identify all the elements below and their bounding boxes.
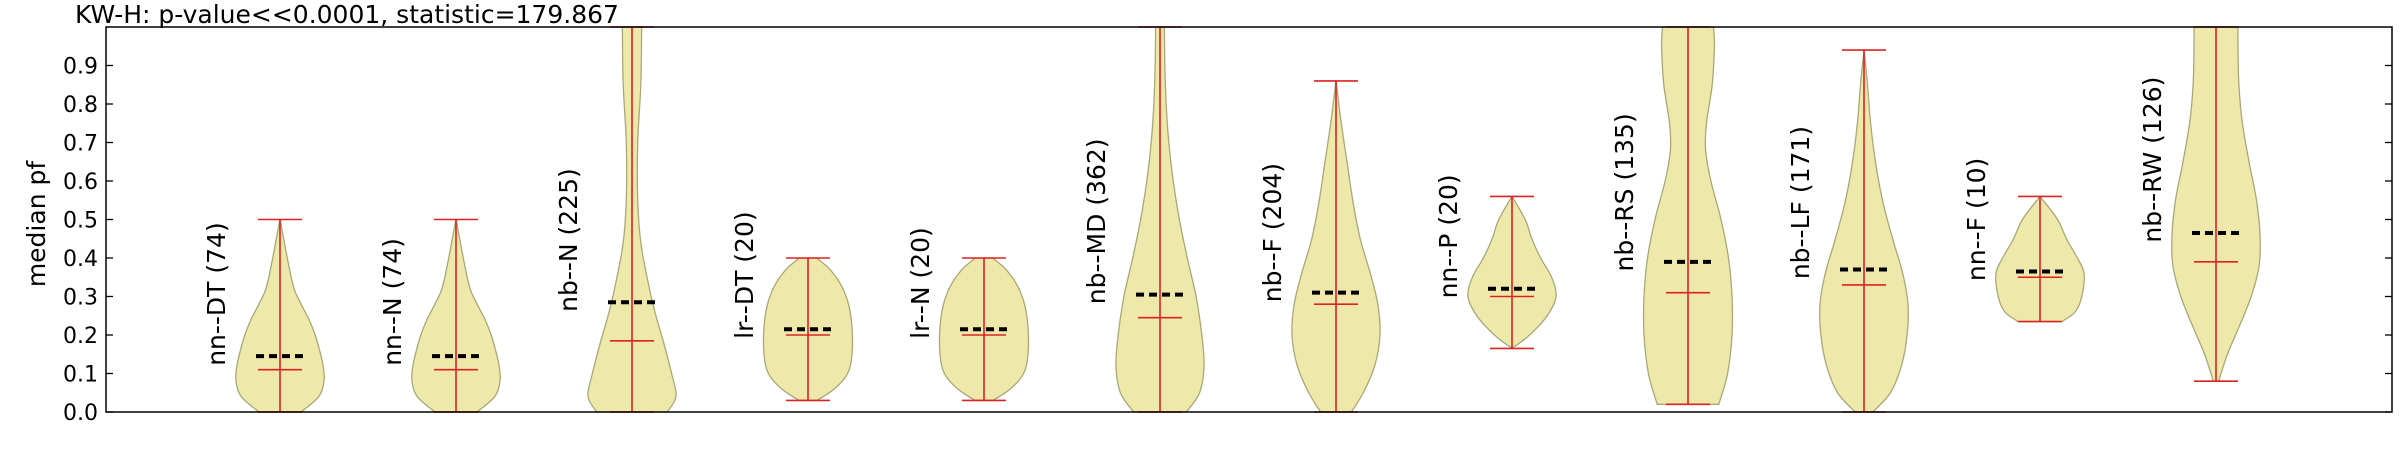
y-tick-label: 0.7 [63, 132, 98, 157]
violin-nb-f [1291, 80, 1381, 413]
y-tick-label: 0.2 [63, 324, 98, 349]
y-tick-label: 0.8 [63, 93, 98, 118]
y-tick-label: 0.6 [63, 170, 98, 195]
violin-nb-rw [2171, 26, 2261, 383]
group-label: lr--N (20) [906, 227, 935, 339]
violin-nn-n [411, 218, 501, 413]
violin-nn-dt [235, 218, 325, 413]
plot-area: 0.0 0.1 0.2 0.3 0.4 0.5 0.6 0.7 0.8 0.9 nn--DT (7… [63, 26, 2393, 426]
y-tick-label: 0.1 [63, 363, 98, 388]
group-label: nb--N (225) [554, 168, 583, 312]
violin-nn-p [1467, 195, 1557, 350]
y-tick-label: 0.0 [63, 401, 98, 426]
violin-nb-n [587, 26, 677, 413]
violin-lr-n [938, 257, 1030, 402]
group-label: nb--F (204) [1258, 163, 1287, 302]
violin-nb-lf [1819, 49, 1909, 413]
violin-layer [235, 26, 2261, 413]
group-label: nb--RW (126) [2138, 77, 2167, 243]
group-label: nn--N (74) [378, 238, 407, 366]
y-tick-label: 0.3 [63, 286, 98, 311]
violin-nn-f [1995, 195, 2085, 323]
group-label: nn--DT (74) [202, 222, 231, 366]
y-tick-label: 0.9 [63, 55, 98, 80]
violin-lr-dt [762, 257, 854, 402]
group-label: nn--F (10) [1962, 158, 1991, 281]
group-label: nb--RS (135) [1610, 113, 1639, 271]
y-tick-label: 0.4 [63, 247, 98, 272]
chart-title: KW-H: p-value<<0.0001, statistic=179.867 [75, 0, 619, 29]
group-label: lr--DT (20) [730, 211, 759, 338]
violin-nb-md [1115, 26, 1205, 413]
y-axis: 0.0 0.1 0.2 0.3 0.4 0.5 0.6 0.7 0.8 0.9 [63, 55, 2392, 426]
violin-nb-rs [1642, 26, 1734, 406]
group-label: nb--MD (362) [1082, 138, 1111, 304]
group-label: nb--LF (171) [1786, 126, 1815, 279]
group-label: nn--P (20) [1434, 174, 1463, 298]
group-label-layer: nn--DT (74) nn--N (74) nb--N (225) lr--DT (… [202, 77, 2167, 366]
y-axis-label: median pf [22, 160, 51, 288]
plot-frame [105, 26, 2393, 413]
y-tick-label: 0.5 [63, 209, 98, 234]
